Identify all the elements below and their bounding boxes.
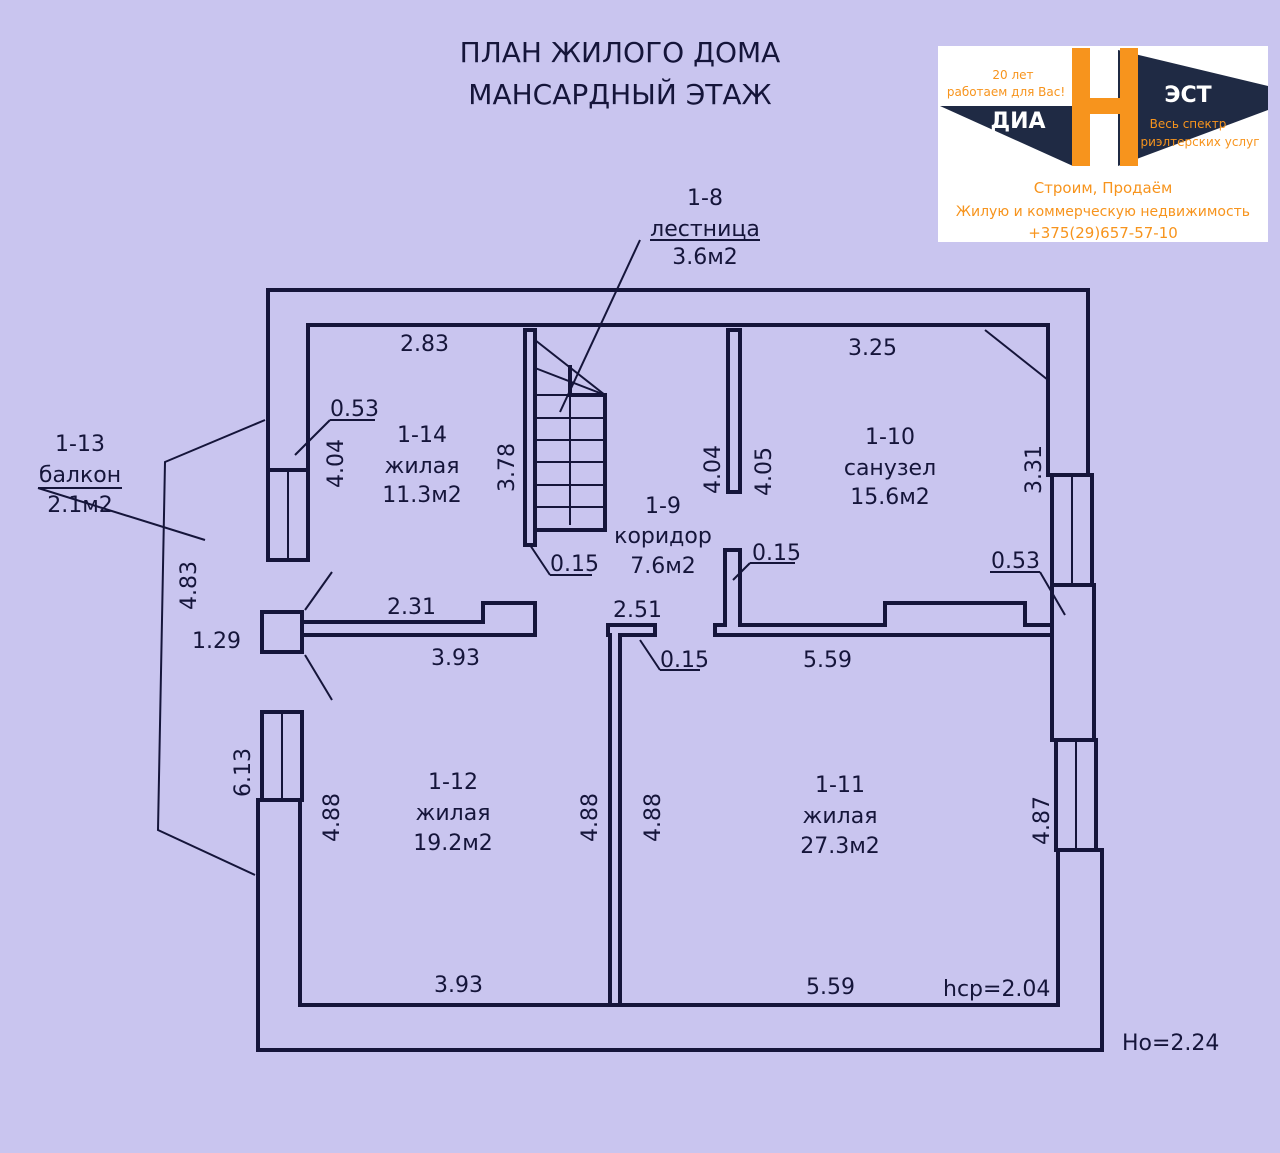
dim: 2.51 bbox=[613, 598, 662, 623]
dim: 0.15 bbox=[660, 648, 709, 673]
dim: 3.25 bbox=[848, 336, 897, 361]
dim: 4.04 bbox=[701, 445, 726, 494]
ridge-height: Ho=2.24 bbox=[1122, 1031, 1219, 1056]
logo-line-2: Жилую и коммерческую недвижимость bbox=[956, 204, 1250, 220]
room-id-1-14: 1-14 bbox=[397, 423, 447, 448]
dim: 3.93 bbox=[431, 646, 480, 671]
dim: 3.93 bbox=[434, 973, 483, 998]
room-name-1-11: жилая bbox=[803, 804, 878, 829]
room-name-1-14: жилая bbox=[385, 454, 460, 479]
dim: 2.31 bbox=[387, 595, 436, 620]
room-labels: 1-8 лестница 3.6м2 1-9 коридор 7.6м2 1-1… bbox=[39, 186, 936, 859]
logo-line-1: Строим, Продаём bbox=[1034, 179, 1173, 197]
room-area-1-13: 2.1м2 bbox=[47, 493, 113, 518]
logo-years2: работаем для Вас! bbox=[947, 85, 1065, 99]
logo-tagline-1: Весь спектр bbox=[1150, 117, 1227, 131]
ceiling-height: hcp=2.04 bbox=[943, 977, 1050, 1002]
dim: 0.15 bbox=[752, 541, 801, 566]
room-id-1-11: 1-11 bbox=[815, 773, 865, 798]
plan-title: ПЛАН ЖИЛОГО ДОМА bbox=[460, 36, 781, 69]
room-id-1-9: 1-9 bbox=[645, 494, 681, 519]
dim: 4.88 bbox=[578, 793, 603, 842]
dim: 5.59 bbox=[806, 975, 855, 1000]
dim: 0.53 bbox=[330, 397, 379, 422]
dim: 0.53 bbox=[991, 549, 1040, 574]
dim: 5.59 bbox=[803, 648, 852, 673]
logo-phone: +375(29)657-57-10 bbox=[1028, 224, 1178, 242]
room-name-1-9: коридор bbox=[614, 524, 712, 549]
dim: 6.13 bbox=[231, 748, 256, 797]
dim: 0.15 bbox=[550, 552, 599, 577]
room-name-1-8: лестница bbox=[650, 217, 760, 242]
room-name-1-10: санузел bbox=[844, 456, 936, 481]
room-id-1-8: 1-8 bbox=[687, 186, 723, 211]
dim: 4.04 bbox=[324, 439, 349, 488]
dim: 3.78 bbox=[495, 443, 520, 492]
room-area-1-8: 3.6м2 bbox=[672, 245, 738, 270]
room-id-1-13: 1-13 bbox=[55, 432, 105, 457]
logo-brand-right: ЭСТ bbox=[1164, 83, 1211, 108]
room-area-1-14: 11.3м2 bbox=[382, 483, 462, 508]
dim: 3.31 bbox=[1022, 445, 1047, 494]
walls bbox=[37, 239, 1104, 1052]
dim: 4.88 bbox=[320, 793, 345, 842]
dim: 4.88 bbox=[641, 793, 666, 842]
company-logo: 20 лет работаем для Вас! ДИА ЭСТ Весь сп… bbox=[938, 46, 1268, 242]
balcony-outline bbox=[37, 419, 333, 876]
room-id-1-12: 1-12 bbox=[428, 770, 478, 795]
dimensions: 2.83 3.25 0.53 4.04 3.78 4.04 4.05 3.31 … bbox=[177, 332, 1219, 1056]
logo-brand-left: ДИА bbox=[990, 109, 1045, 134]
logo-tagline-2: риэлтерских услуг bbox=[1141, 135, 1260, 149]
logo-years: 20 лет bbox=[992, 68, 1033, 82]
room-id-1-10: 1-10 bbox=[865, 425, 915, 450]
room-area-1-9: 7.6м2 bbox=[630, 554, 696, 579]
dim: 2.83 bbox=[400, 332, 449, 357]
plan-subtitle: МАНСАРДНЫЙ ЭТАЖ bbox=[468, 77, 771, 111]
room-area-1-10: 15.6м2 bbox=[850, 485, 930, 510]
dim: 4.05 bbox=[752, 447, 777, 496]
dim: 4.87 bbox=[1030, 796, 1055, 845]
dim: 1.29 bbox=[192, 629, 241, 654]
room-area-1-11: 27.3м2 bbox=[800, 834, 880, 859]
room-name-1-13: балкон bbox=[39, 463, 121, 488]
room-name-1-12: жилая bbox=[416, 801, 491, 826]
room-area-1-12: 19.2м2 bbox=[413, 831, 493, 856]
dim: 4.83 bbox=[177, 561, 202, 610]
